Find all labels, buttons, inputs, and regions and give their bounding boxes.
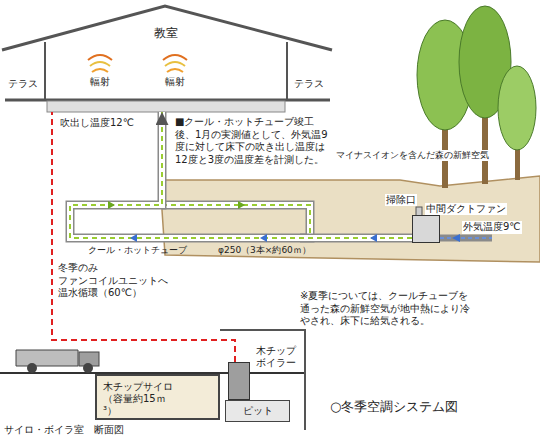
label: クール・ホットチューブ: [88, 245, 187, 256]
label: 外気温度9℃: [462, 221, 522, 234]
label: マイナスイオンを含んだ森の新鮮空気: [335, 150, 490, 161]
tree-crown: [498, 66, 536, 150]
flow-arrow: [260, 234, 267, 242]
wall: [44, 42, 46, 100]
flow-arrow: [108, 201, 115, 209]
flow-arrow: [370, 234, 377, 242]
underfloor: [47, 101, 285, 112]
roof: [2, 6, 332, 50]
node-text: 掃除口: [385, 194, 417, 206]
node-text: ピット: [226, 405, 289, 417]
cool-hot-tube: [70, 112, 412, 242]
connector-path: [70, 112, 412, 238]
label: 吹出し温度12℃: [60, 117, 134, 130]
node-text: 木チップボイラー: [255, 345, 299, 369]
radiation-arc: [163, 55, 187, 60]
ground: [160, 176, 540, 262]
label: テラス: [294, 78, 324, 91]
node-text: 中間ダクトファン: [425, 203, 507, 215]
connector-path: [70, 112, 412, 238]
label: サイロ・ボイラ室 断面図: [4, 424, 124, 437]
radiation-arcs: [88, 55, 187, 72]
label: 冬季のみ ファンコイルユニットへ 温水循環（60℃）: [58, 262, 176, 300]
flow-arrow: [238, 201, 245, 209]
node-text: 木チップサイロ（容量約15ｍ³）: [103, 381, 179, 417]
intake-pipe: [440, 235, 492, 242]
wheel: [83, 363, 93, 373]
boiler: 木チップボイラー: [228, 362, 250, 400]
wall: [286, 42, 288, 100]
label: 輻射: [165, 76, 185, 89]
label: ■クール・ホットチューブ竣工後、1月の実測値として、外気温9度に対して床下の吹き…: [175, 116, 331, 166]
fan-box: 掃除口中間ダクトファン: [412, 215, 440, 243]
flow-arrow: [452, 234, 460, 242]
classroom-building: 教室: [47, 20, 285, 112]
tube: [162, 205, 310, 238]
node-text: 教室: [47, 26, 285, 40]
tube: [162, 205, 310, 238]
tube: [162, 205, 310, 238]
radiation-arc: [167, 69, 183, 72]
radiation-arc: [90, 62, 110, 66]
label: テラス: [8, 78, 38, 91]
boiler-room-wall: [220, 330, 305, 430]
wheel: [27, 363, 37, 373]
caption: ○冬季空調システム図: [330, 399, 458, 415]
pit: ピット: [225, 400, 290, 422]
connector-path: [70, 112, 412, 238]
flow-arrow: [130, 234, 137, 242]
label: ※夏季については、クールチューブを通った森の新鮮空気が地中熱により冷やされ、床下…: [300, 290, 478, 328]
silo: 木チップサイロ（容量約15ｍ³）: [95, 374, 220, 420]
radiation-arc: [88, 55, 112, 60]
radiation-arc: [165, 62, 185, 66]
truck-bed: [16, 350, 78, 366]
intake-pipe: [440, 237, 492, 239]
label: 輻射: [90, 76, 110, 89]
label: φ250（3本×約60ｍ）: [218, 245, 311, 256]
radiation-arc: [92, 69, 108, 72]
